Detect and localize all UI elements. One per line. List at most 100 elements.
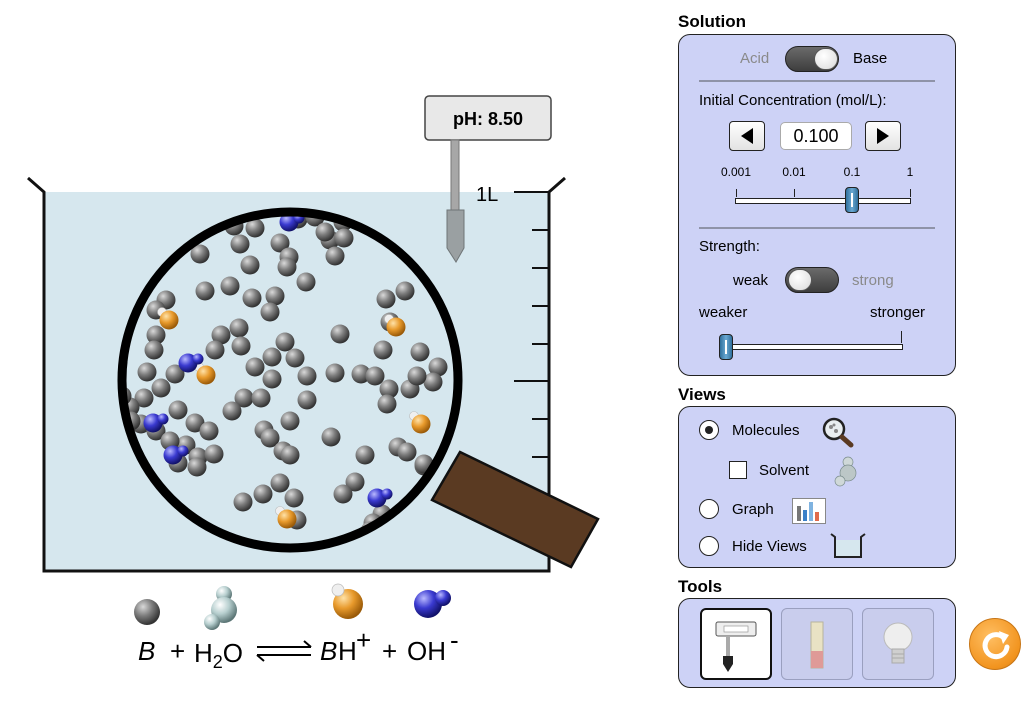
b-molecule bbox=[233, 492, 253, 512]
concentration-value[interactable]: 0.100 bbox=[780, 122, 852, 150]
decrease-concentration-button[interactable] bbox=[729, 121, 765, 151]
b-molecule bbox=[285, 348, 305, 368]
svg-text:B: B bbox=[138, 636, 155, 666]
acid-base-toggle[interactable] bbox=[785, 46, 839, 72]
b-molecule bbox=[251, 388, 271, 408]
b-molecule bbox=[195, 281, 215, 301]
b-molecule bbox=[423, 372, 443, 392]
b-molecule bbox=[270, 233, 290, 253]
reset-button[interactable] bbox=[969, 618, 1021, 670]
concentration-label: Initial Concentration (mol/L): bbox=[699, 92, 887, 109]
b-molecule bbox=[230, 234, 250, 254]
ph-paper-tool-button[interactable] bbox=[781, 608, 853, 680]
solvent-checkbox[interactable] bbox=[729, 461, 747, 479]
b-molecule bbox=[355, 445, 375, 465]
right-arrow-icon bbox=[877, 128, 889, 144]
hide-views-label[interactable]: Hide Views bbox=[732, 538, 807, 555]
b-molecule bbox=[199, 421, 219, 441]
stronger-label: stronger bbox=[870, 304, 926, 321]
b-molecule bbox=[146, 325, 166, 345]
b-molecule bbox=[187, 457, 207, 477]
b-molecule bbox=[265, 286, 285, 306]
molecules-radio[interactable] bbox=[699, 420, 719, 440]
oh-minus-icon bbox=[414, 590, 451, 618]
molecules-label[interactable]: Molecules bbox=[732, 422, 800, 439]
b-molecule bbox=[205, 340, 225, 360]
graph-radio[interactable] bbox=[699, 499, 719, 519]
scale-tick-0: 0.001 bbox=[720, 165, 752, 179]
tools-panel bbox=[678, 598, 956, 688]
scale-tick-3: 1 bbox=[906, 165, 914, 179]
ph-meter[interactable]: pH: 8.50 bbox=[424, 95, 552, 263]
svg-text:-: - bbox=[450, 625, 459, 655]
b-molecule bbox=[365, 366, 385, 386]
b-molecule bbox=[190, 244, 210, 264]
b-molecule bbox=[165, 364, 185, 384]
b-molecule bbox=[262, 347, 282, 367]
b-molecule bbox=[297, 366, 317, 386]
bh-plus-molecule bbox=[275, 506, 297, 529]
equilibrium-arrow bbox=[256, 640, 312, 662]
oh-minus-molecule bbox=[367, 488, 393, 508]
b-molecule bbox=[330, 324, 350, 344]
b-molecule bbox=[242, 288, 262, 308]
increase-concentration-button[interactable] bbox=[865, 121, 901, 151]
views-title: Views bbox=[678, 385, 726, 404]
b-molecule bbox=[222, 401, 242, 421]
magnifier-handle bbox=[430, 450, 600, 569]
volume-label: 1L bbox=[476, 184, 498, 206]
svg-text:H: H bbox=[338, 636, 357, 666]
b-molecule bbox=[376, 289, 396, 309]
b-molecule bbox=[262, 369, 282, 389]
b-molecule bbox=[280, 445, 300, 465]
oh-minus-molecule bbox=[143, 413, 169, 433]
b-molecule bbox=[185, 413, 205, 433]
graph-label[interactable]: Graph bbox=[732, 501, 774, 518]
ph-meter-tool-button[interactable] bbox=[700, 608, 772, 680]
bar-graph-icon bbox=[792, 498, 826, 524]
b-molecule bbox=[407, 366, 427, 386]
equation-icons bbox=[134, 583, 451, 630]
bh-plus-molecule bbox=[409, 411, 431, 434]
oh-minus-group bbox=[143, 212, 393, 508]
beaker bbox=[27, 176, 566, 573]
strength-slider-thumb[interactable] bbox=[719, 334, 733, 360]
concentration-slider-thumb[interactable] bbox=[845, 187, 859, 213]
b-molecule bbox=[144, 340, 164, 360]
weak-label: weak bbox=[733, 272, 769, 289]
base-label: Base bbox=[853, 50, 888, 67]
b-molecule-icon bbox=[134, 599, 160, 625]
svg-text:H2O: H2O bbox=[194, 638, 243, 672]
concentration-slider-track[interactable] bbox=[735, 198, 911, 204]
ph-meter-icon bbox=[715, 621, 757, 672]
strength-label: Strength: bbox=[699, 238, 760, 255]
oh-minus-molecule bbox=[178, 353, 204, 373]
bh-plus-icon bbox=[331, 583, 363, 619]
b-molecule bbox=[334, 228, 354, 248]
b-molecule bbox=[377, 394, 397, 414]
b-molecule bbox=[137, 362, 157, 382]
b-molecule bbox=[284, 488, 304, 508]
strength-slider-track[interactable] bbox=[719, 344, 903, 350]
b-molecule bbox=[168, 400, 188, 420]
reset-icon bbox=[982, 631, 1010, 660]
b-molecule bbox=[280, 411, 300, 431]
b-molecule bbox=[220, 276, 240, 296]
b-molecule bbox=[260, 302, 280, 322]
left-arrow-icon bbox=[741, 128, 753, 144]
weaker-label: weaker bbox=[699, 304, 748, 321]
bh-plus-group bbox=[157, 307, 431, 529]
b-molecule bbox=[397, 442, 417, 462]
hide-views-radio[interactable] bbox=[699, 536, 719, 556]
conductivity-tool-button[interactable] bbox=[862, 608, 934, 680]
b-molecule bbox=[410, 342, 430, 362]
b-molecule bbox=[275, 332, 295, 352]
weak-strong-toggle[interactable] bbox=[785, 267, 839, 293]
magnifier-lens bbox=[122, 212, 458, 548]
solvent-label[interactable]: Solvent bbox=[759, 462, 810, 479]
ph-probe-tip bbox=[446, 209, 465, 263]
b-molecule bbox=[428, 357, 448, 377]
b-molecule bbox=[204, 444, 224, 464]
light-bulb-icon bbox=[883, 622, 913, 664]
tools-title: Tools bbox=[678, 577, 723, 596]
